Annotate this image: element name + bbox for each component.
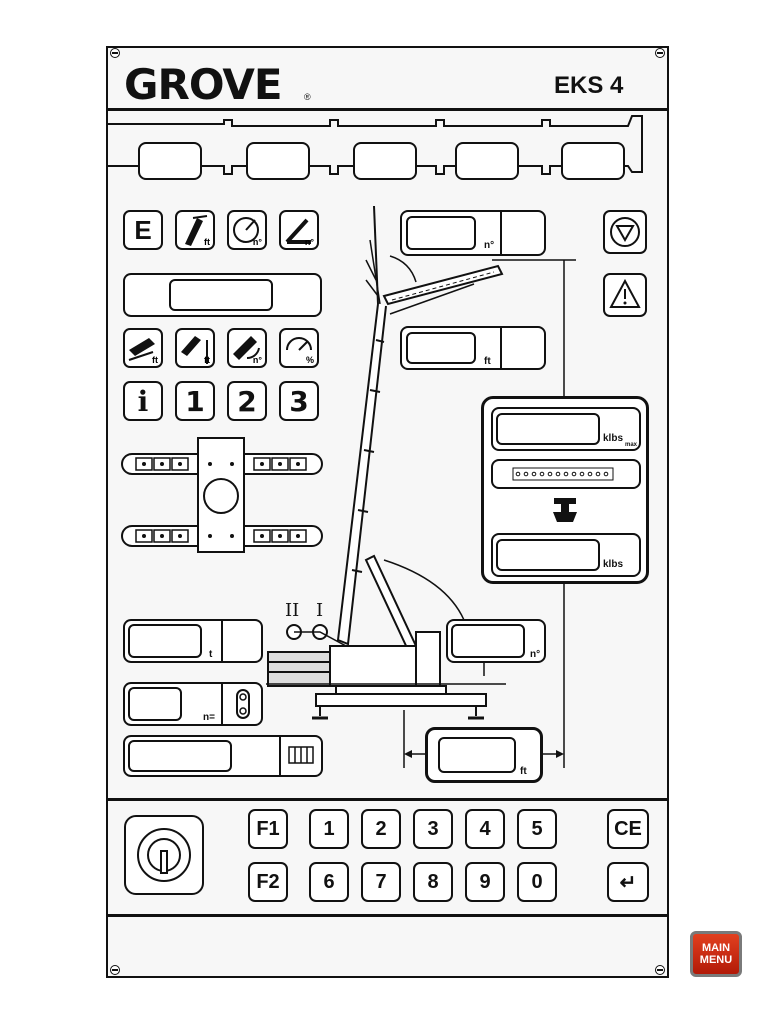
section-5-display	[561, 142, 625, 180]
winch-1-label: I	[316, 600, 324, 621]
radius-display: ft	[425, 727, 543, 783]
reeving-icon	[236, 689, 250, 719]
warning-icon	[609, 278, 641, 308]
boom-length-icon	[185, 215, 208, 246]
digit-2-key[interactable]: 2	[361, 809, 401, 849]
outrigger-diagram	[121, 437, 323, 553]
load-bargraph	[491, 459, 641, 489]
screw-icon	[110, 965, 120, 975]
boom-angle-display: n°	[446, 619, 546, 663]
slew-angle-button[interactable]: n°	[227, 210, 267, 250]
text-display	[123, 273, 322, 317]
f2-key[interactable]: F2	[248, 862, 288, 902]
e-key-button[interactable]: E	[123, 210, 163, 250]
max-load-display: klbs max	[491, 407, 641, 451]
boom-sections-strip	[108, 115, 643, 175]
digit-8-key[interactable]: 8	[413, 862, 453, 902]
screw-icon	[655, 48, 665, 58]
digit-1-key[interactable]: 1	[309, 809, 349, 849]
section-2-display	[246, 142, 310, 180]
main-menu-button[interactable]: MAIN MENU	[690, 931, 742, 977]
brand-mark: ®	[304, 92, 311, 102]
boom-angle-icon	[285, 218, 311, 244]
f1-key[interactable]: F1	[248, 809, 288, 849]
percent-gauge-button[interactable]: %	[279, 328, 319, 368]
boom-angle-button[interactable]: n°	[279, 210, 319, 250]
divider	[106, 914, 669, 917]
stop-button[interactable]	[603, 210, 647, 254]
divider	[106, 108, 669, 111]
height-limit-button[interactable]: ft	[175, 328, 215, 368]
length-limit-button[interactable]: ft	[123, 328, 163, 368]
info-button[interactable]: i	[123, 381, 163, 421]
section-4-display	[455, 142, 519, 180]
divider	[106, 798, 669, 801]
enter-key[interactable]: ↵	[607, 862, 649, 902]
digit-7-key[interactable]: 7	[361, 862, 401, 902]
warning-button[interactable]	[603, 273, 647, 317]
brand-logo: GROVE	[124, 60, 283, 109]
jib-angle-display: n°	[400, 210, 546, 256]
hook-icon	[553, 498, 577, 522]
height-limit-icon	[181, 336, 208, 364]
mode-3-button[interactable]: 3	[279, 381, 319, 421]
height-display: ft	[400, 326, 546, 370]
digit-9-key[interactable]: 9	[465, 862, 505, 902]
percent-gauge-icon	[286, 337, 312, 351]
load-panel: klbs max klbs	[481, 396, 649, 584]
enter-icon: ↵	[619, 871, 637, 894]
slew-angle-icon	[233, 217, 259, 243]
counterweight-icon	[288, 746, 314, 764]
digit-6-key[interactable]: 6	[309, 862, 349, 902]
digit-3-key[interactable]: 3	[413, 809, 453, 849]
digit-5-key[interactable]: 5	[517, 809, 557, 849]
section-1-display	[138, 142, 202, 180]
angle-limit-icon	[233, 336, 260, 360]
counterweight-display	[123, 735, 323, 777]
winch-2-label: II	[285, 600, 300, 621]
ce-key[interactable]: CE	[607, 809, 649, 849]
actual-load-display: klbs	[491, 533, 641, 577]
length-limit-icon	[128, 338, 155, 361]
crane-diagram	[266, 205, 576, 768]
weight-display: t	[123, 619, 263, 663]
screw-icon	[110, 48, 120, 58]
model-label: EKS 4	[554, 72, 624, 99]
mode-1-button[interactable]: 1	[175, 381, 215, 421]
boom-length-button[interactable]: ft	[175, 210, 215, 250]
key-switch-icon	[137, 828, 191, 882]
section-3-display	[353, 142, 417, 180]
digit-4-key[interactable]: 4	[465, 809, 505, 849]
mode-2-button[interactable]: 2	[227, 381, 267, 421]
screw-icon	[655, 965, 665, 975]
angle-limit-button[interactable]: n°	[227, 328, 267, 368]
falls-display: n=	[123, 682, 263, 726]
stop-triangle-icon	[610, 217, 640, 247]
digit-0-key[interactable]: 0	[517, 862, 557, 902]
key-switch[interactable]	[124, 815, 204, 895]
